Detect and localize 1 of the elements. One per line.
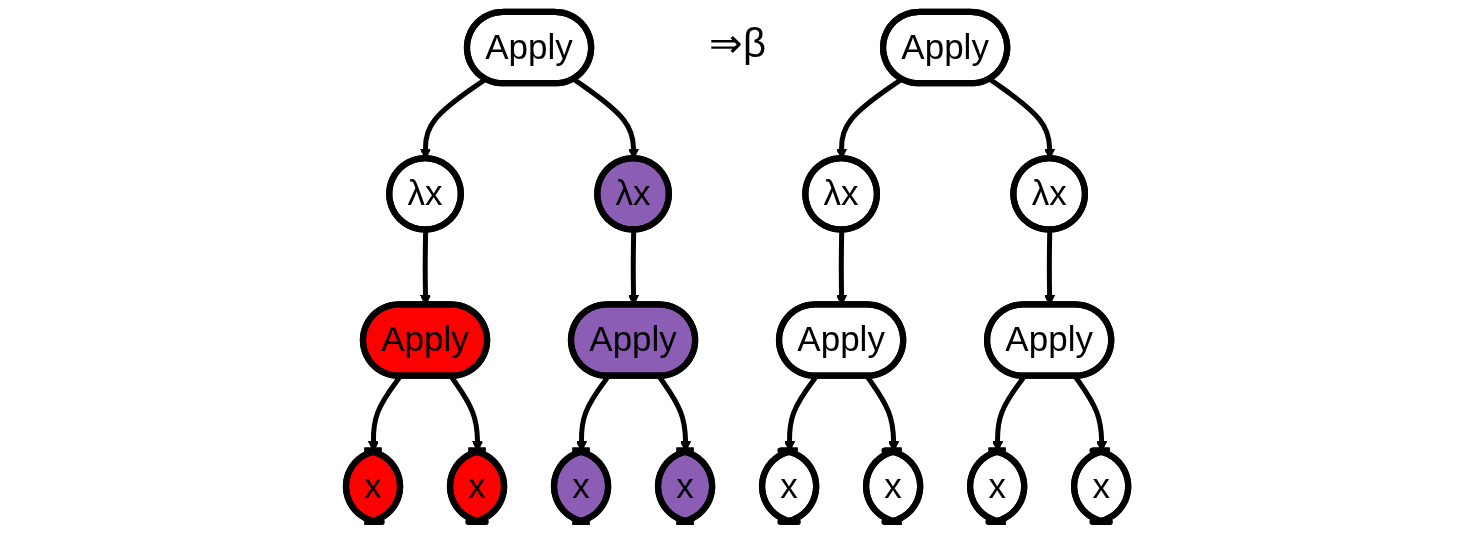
beta-reduction-label: ⇒β: [709, 20, 766, 66]
